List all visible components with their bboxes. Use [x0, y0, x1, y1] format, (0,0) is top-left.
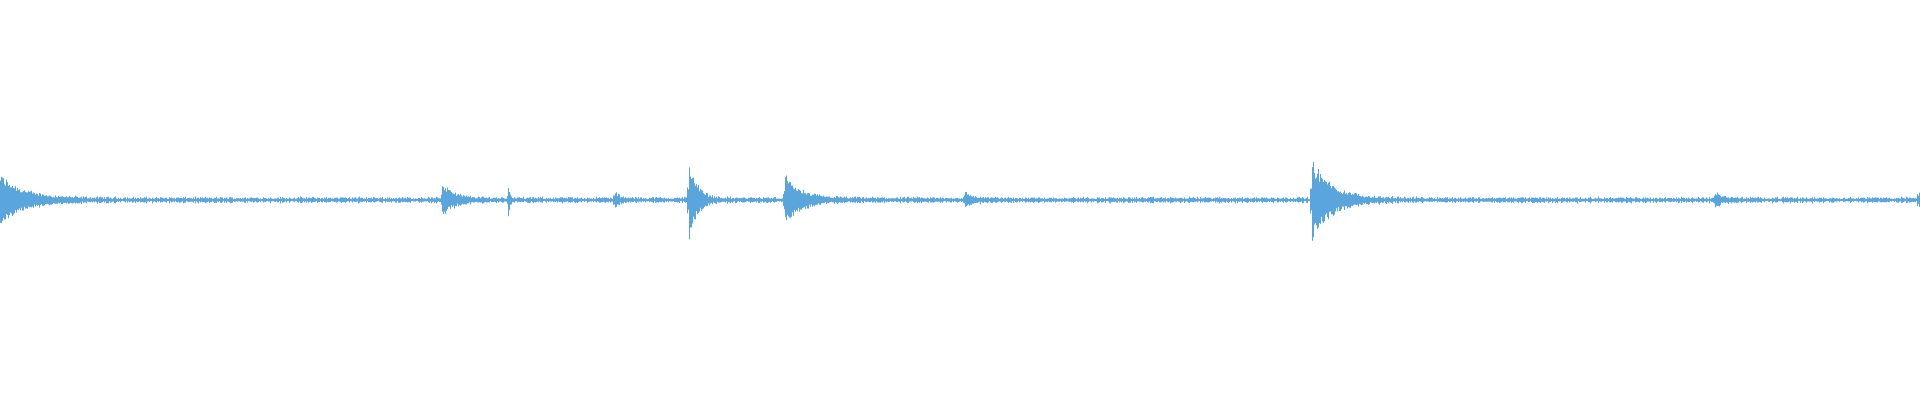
waveform-trace [0, 161, 1920, 241]
